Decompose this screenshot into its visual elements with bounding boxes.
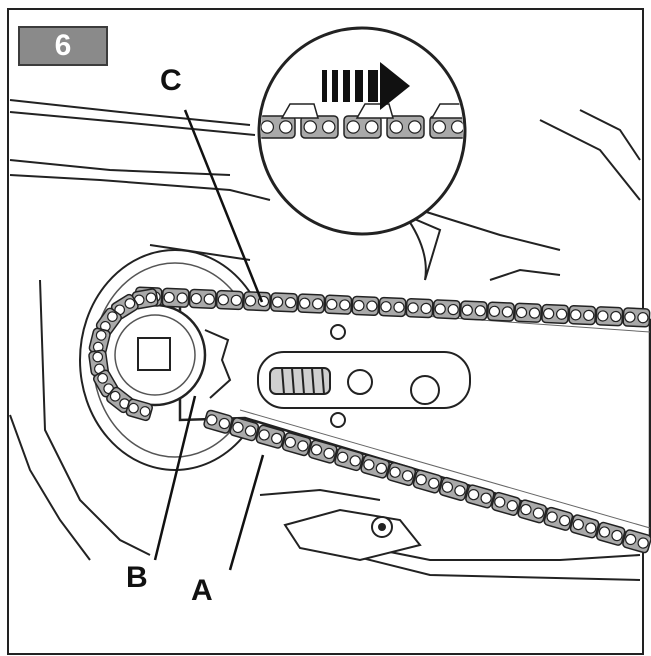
chain-link (595, 306, 624, 327)
chain-link (131, 288, 159, 310)
chain-link (360, 454, 390, 479)
chain-link (491, 491, 521, 516)
cutter-tooth (280, 103, 319, 119)
chain-link (88, 349, 109, 377)
chain-link (378, 296, 407, 318)
chain-link (343, 115, 382, 139)
chain-link (386, 462, 417, 487)
chain-link (125, 398, 153, 422)
cutter-tooth (355, 103, 394, 119)
chain-link (465, 484, 495, 509)
chain-link (486, 301, 515, 322)
chain-link (568, 304, 597, 326)
chain-link (541, 303, 570, 325)
leader-lines (153, 109, 265, 571)
chain-link (243, 291, 271, 312)
chain-link (188, 288, 217, 310)
chain-link (514, 302, 542, 323)
chain-link (622, 529, 651, 554)
cutter-tooth (430, 103, 463, 119)
chain-link (106, 386, 134, 414)
chain-link (386, 115, 425, 139)
chain-link (543, 506, 574, 531)
chain-link (429, 115, 463, 139)
magnified-chain (261, 103, 463, 139)
chain-link (300, 115, 339, 139)
detail-magnifier (257, 26, 467, 281)
chain-link (281, 432, 312, 457)
saw-housing (9, 99, 641, 581)
leader-line-a (228, 454, 265, 571)
direction-arrow-icon (322, 62, 410, 110)
chain-link (161, 287, 190, 308)
chain-link (517, 499, 547, 524)
chain-link (405, 298, 434, 319)
callout-label-a: A (191, 574, 213, 607)
chain-link (324, 294, 353, 315)
chain-link (432, 299, 461, 320)
chain-link (622, 307, 651, 328)
chain-link (351, 295, 380, 316)
chain-link (595, 521, 626, 546)
chain-link (255, 424, 286, 449)
chain-link (308, 439, 338, 464)
chain-link (229, 417, 260, 442)
chain-link (215, 289, 244, 311)
callout-label-c: C (160, 64, 182, 97)
chain-link (270, 292, 299, 313)
chain-link (438, 476, 469, 501)
drive-sprocket (103, 303, 232, 407)
chain-link (412, 469, 443, 494)
chain-link (203, 409, 233, 434)
chain-link (334, 447, 364, 472)
chain-link (297, 293, 326, 314)
chain-link (569, 514, 600, 539)
tension-bolt (269, 367, 331, 395)
chain-link (95, 307, 122, 336)
step-number-badge: 6 (18, 26, 108, 66)
leader-line-c (183, 109, 264, 303)
chain-link (459, 300, 488, 321)
chain-link (261, 115, 296, 139)
saw-chain (88, 286, 651, 554)
leader-line-b (153, 395, 197, 561)
callout-label-b: B (126, 561, 148, 594)
tensioner-block (283, 508, 422, 562)
